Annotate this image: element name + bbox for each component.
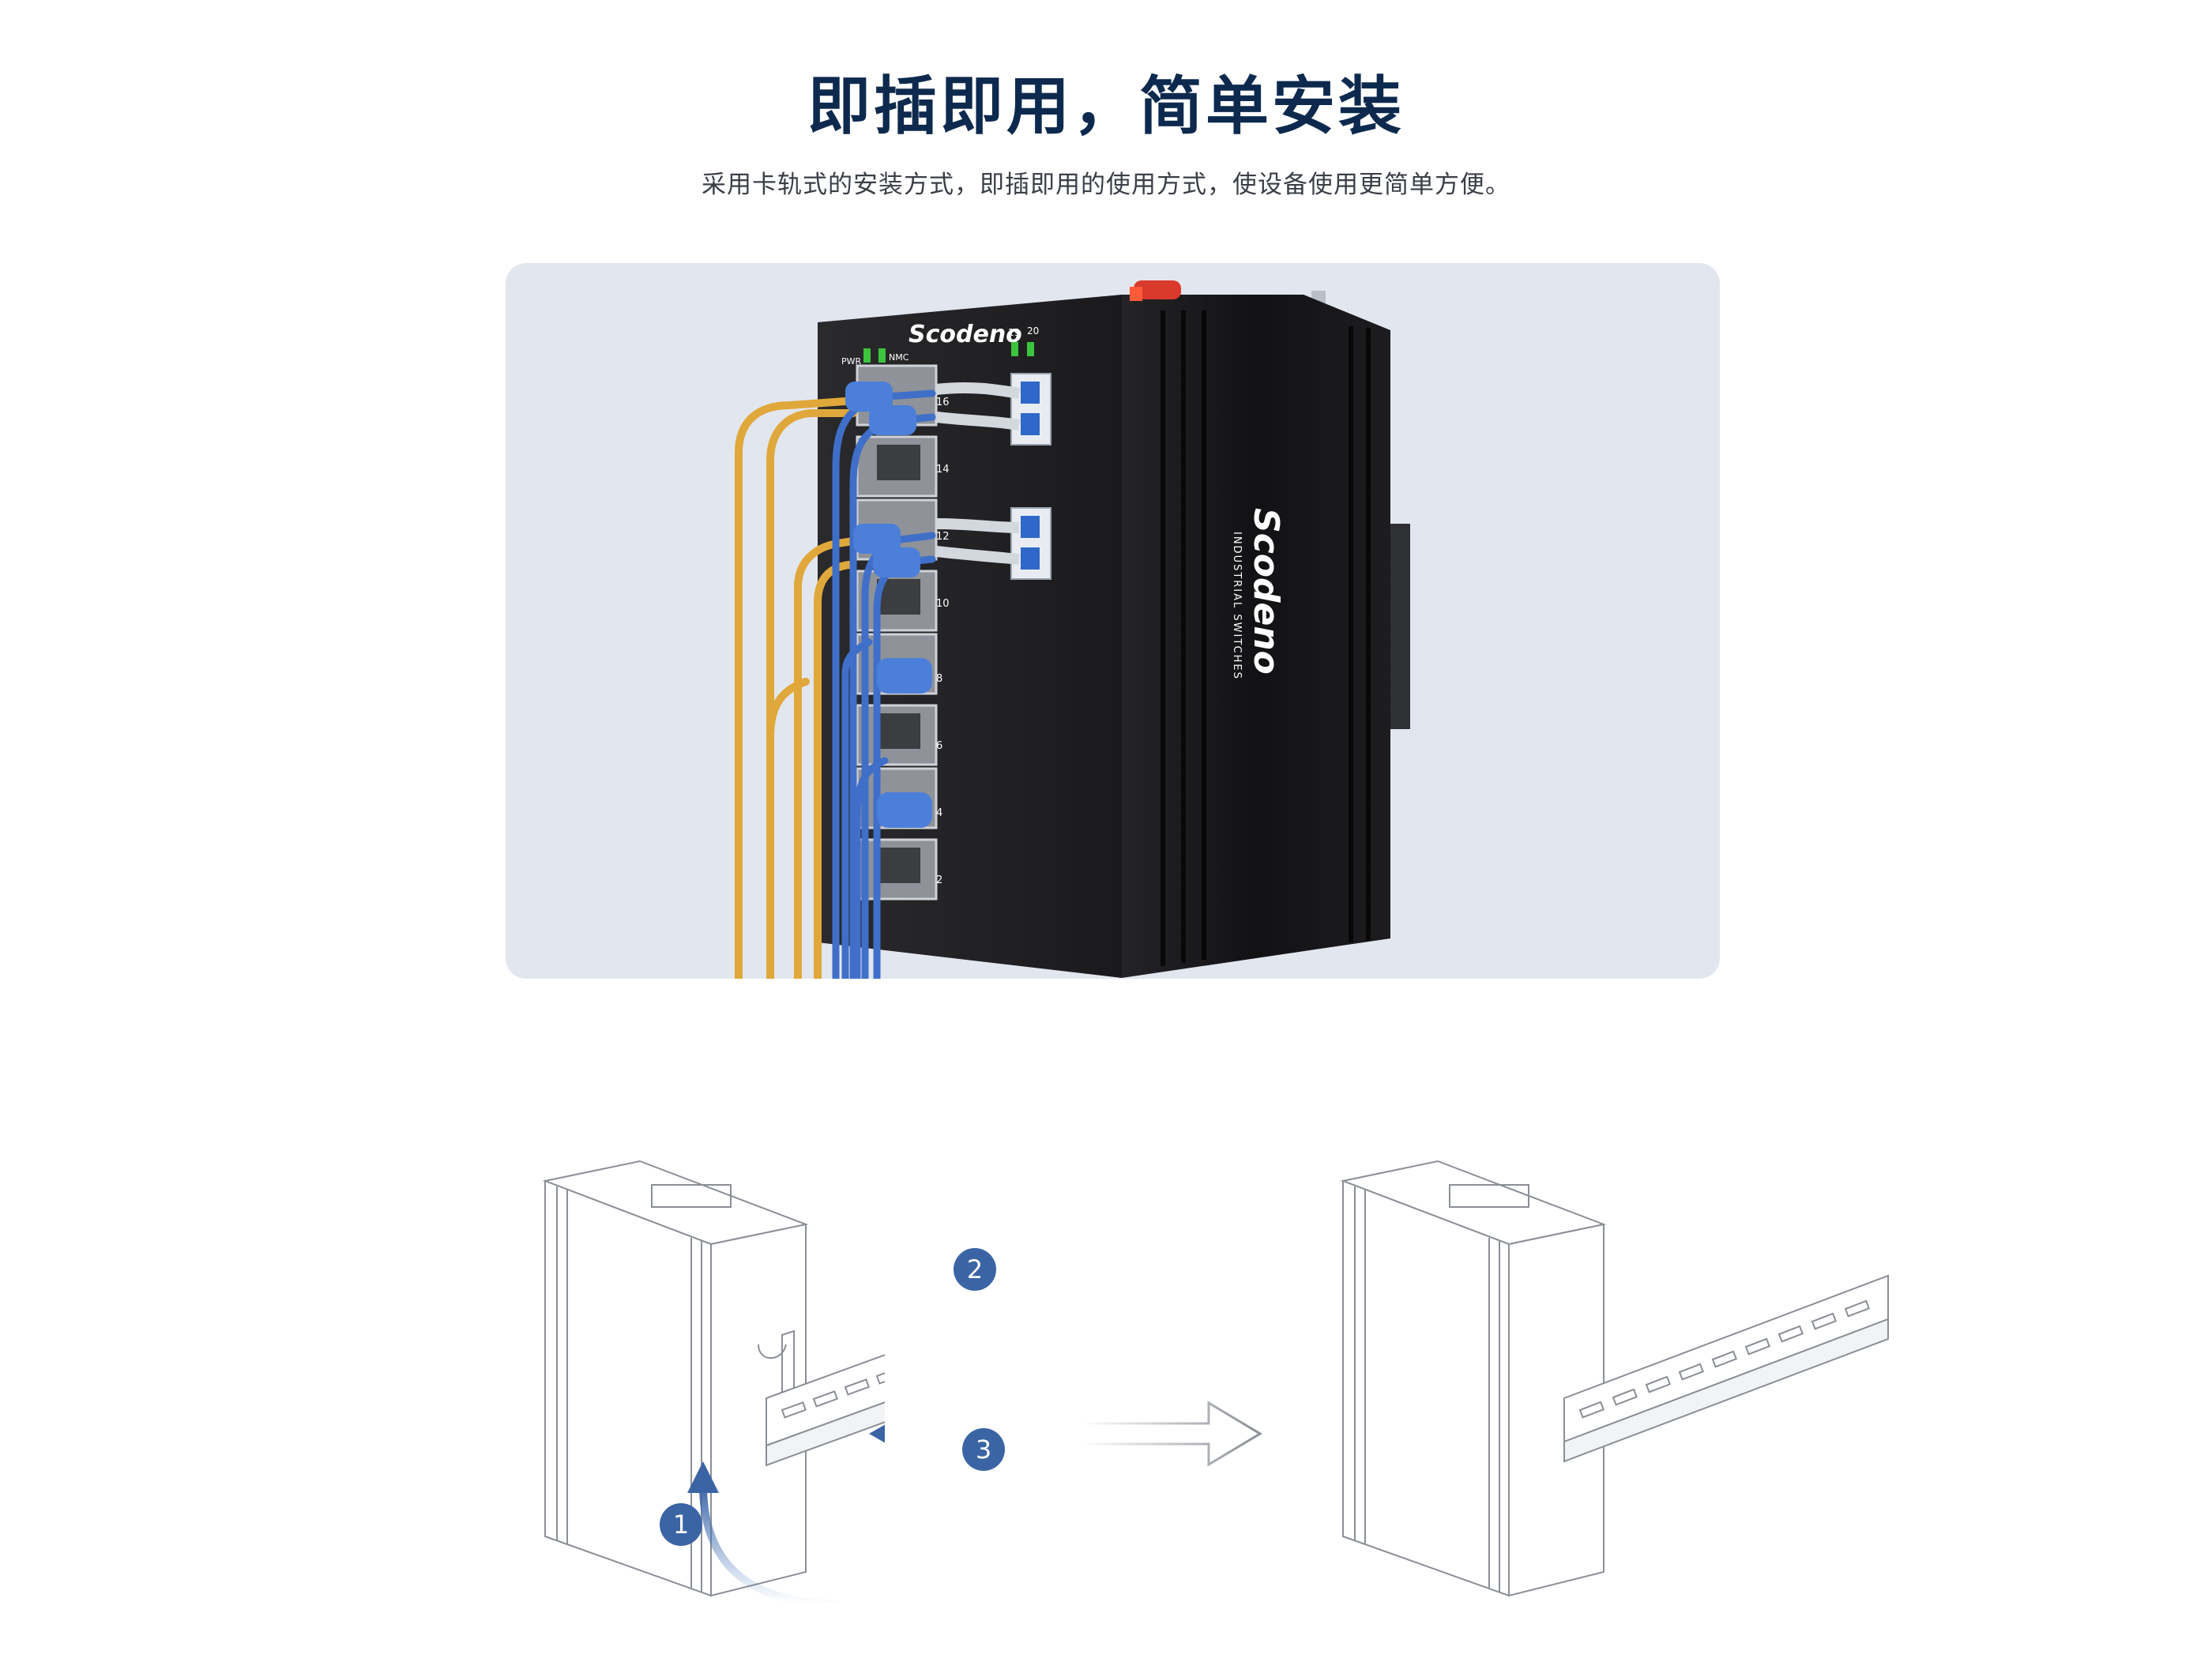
din-rail <box>766 1354 885 1467</box>
port-number: 6 <box>936 740 942 752</box>
step-badge-3: 3 <box>962 1428 1005 1471</box>
port-number: 12 <box>936 531 950 543</box>
port-number: 10 <box>936 598 950 610</box>
port-number: 4 <box>936 807 942 819</box>
step-badge-1: 1 <box>660 1503 702 1546</box>
arrow-up-icon <box>687 1461 838 1607</box>
brand-caption-side: INDUSTRIAL SWITCHES <box>1231 532 1243 680</box>
port-number: 8 <box>936 673 942 685</box>
sfp-label-19: 19 <box>1008 327 1020 338</box>
step-badge-2: 2 <box>954 1248 996 1291</box>
port-number: 14 <box>936 464 950 476</box>
yellow-cables <box>735 397 857 979</box>
page-title: 即插即用，简单安装 <box>807 70 1405 143</box>
install-diagram-after <box>1340 1160 1889 1597</box>
switch-illustration: Scodeno PWR NMC 19 20 <box>735 280 1410 979</box>
switch-side-heatsink <box>1122 295 1390 978</box>
install-diagram-before <box>542 1160 885 1607</box>
fiber-modules <box>935 373 1051 580</box>
brand-logo-side: Scodeno INDUSTRIAL SWITCHES <box>1231 508 1286 680</box>
sfp-label-20: 20 <box>1027 325 1039 337</box>
led-label-nmc: NMC <box>889 352 909 363</box>
port-number: 16 <box>936 397 950 408</box>
product-photo-panel: Scodeno PWR NMC 19 20 <box>506 263 1720 979</box>
arrow-curve-icon <box>869 1424 885 1443</box>
cable-connectors <box>845 382 932 828</box>
power-connector-cap <box>1130 280 1181 301</box>
brand-logo-front: Scodeno <box>908 321 1022 348</box>
led-label-pwr: PWR <box>841 356 862 367</box>
port-number: 2 <box>936 874 942 886</box>
status-leds: PWR NMC 19 20 <box>841 325 1039 367</box>
arrow-right-icon <box>1082 1401 1262 1467</box>
din-rail-mounted <box>1563 1274 1889 1463</box>
page-subtitle: 采用卡轨式的安装方式，即插即用的使用方式，使设备使用更简单方便。 <box>702 171 1510 199</box>
brand-logo-side-text: Scodeno <box>1246 508 1286 675</box>
